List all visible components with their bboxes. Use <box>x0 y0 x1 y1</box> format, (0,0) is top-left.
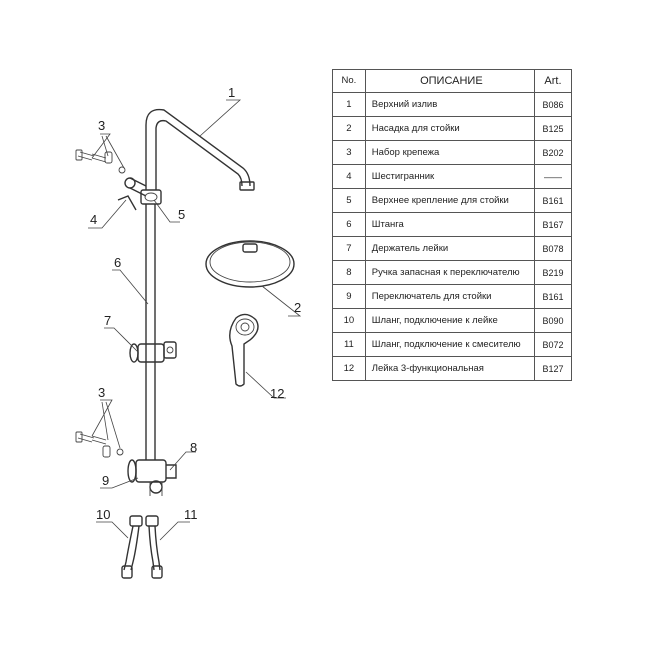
header-description: ОПИСАНИЕ <box>364 69 535 93</box>
cell-art: B161 <box>533 284 573 309</box>
cell-art: B078 <box>533 236 573 261</box>
cell-no: 1 <box>332 92 366 117</box>
callout-8: 8 <box>190 440 197 455</box>
cell-art: B125 <box>533 116 573 141</box>
callout-7: 7 <box>104 313 111 328</box>
cell-art: B202 <box>533 140 573 165</box>
cell-description: Шланг, подключение к смесителю <box>364 332 535 357</box>
parts-table-header: No. ОПИСАНИЕ Art. <box>332 69 573 93</box>
cell-no: 10 <box>332 308 366 333</box>
fixing-kit-bottom <box>75 431 124 458</box>
cell-art: B127 <box>533 356 573 381</box>
upper-mount <box>124 177 162 205</box>
callout-4: 4 <box>90 212 97 227</box>
hose-mixer <box>145 515 163 579</box>
cell-art: B090 <box>533 308 573 333</box>
cell-no: 4 <box>332 164 366 189</box>
cell-description: Штанга <box>364 212 535 237</box>
callout-3-top: 3 <box>98 118 105 133</box>
cell-description: Набор крепежа <box>364 140 535 165</box>
cell-no: 2 <box>332 116 366 141</box>
cell-description: Насадка для стойки <box>364 116 535 141</box>
callout-1: 1 <box>228 85 235 100</box>
cell-description: Ручка запасная к переключателю <box>364 260 535 285</box>
cell-no: 8 <box>332 260 366 285</box>
callout-5: 5 <box>178 207 185 222</box>
cell-no: 3 <box>332 140 366 165</box>
leader-lines <box>88 99 302 541</box>
cell-art: —— <box>533 164 573 189</box>
cell-description: Шестигранник <box>364 164 535 189</box>
header-art: Art. <box>533 69 573 93</box>
callout-3-bottom: 3 <box>98 385 105 400</box>
callout-11: 11 <box>184 507 198 522</box>
cell-art: B086 <box>533 92 573 117</box>
cell-description: Верхнее крепление для стойки <box>364 188 535 213</box>
cell-description: Переключатель для стойки <box>364 284 535 309</box>
cell-no: 9 <box>332 284 366 309</box>
fixing-kit-top <box>75 149 126 174</box>
header-no: No. <box>332 69 366 93</box>
cell-description: Лейка 3-функциональная <box>364 356 535 381</box>
hose-handset <box>121 515 143 579</box>
cell-art: B167 <box>533 212 573 237</box>
cell-description: Верхний излив <box>364 92 535 117</box>
callout-10: 10 <box>96 507 110 522</box>
cell-art: B219 <box>533 260 573 285</box>
cell-description: Шланг, подключение к лейке <box>364 308 535 333</box>
callout-12: 12 <box>270 386 284 401</box>
cell-no: 6 <box>332 212 366 237</box>
cell-description: Держатель лейки <box>364 236 535 261</box>
cell-no: 7 <box>332 236 366 261</box>
cell-no: 11 <box>332 332 366 357</box>
callout-6: 6 <box>114 255 121 270</box>
callout-2: 2 <box>294 300 301 315</box>
diverter <box>127 459 177 496</box>
handset-holder <box>129 341 177 363</box>
top-spout <box>145 108 255 191</box>
hex-key <box>117 195 137 211</box>
overhead-shower-head <box>205 240 295 288</box>
hand-shower <box>229 313 259 387</box>
cell-art: B072 <box>533 332 573 357</box>
shower-rod <box>145 204 156 460</box>
cell-no: 12 <box>332 356 366 381</box>
cell-no: 5 <box>332 188 366 213</box>
cell-art: B161 <box>533 188 573 213</box>
callout-9: 9 <box>102 473 109 488</box>
